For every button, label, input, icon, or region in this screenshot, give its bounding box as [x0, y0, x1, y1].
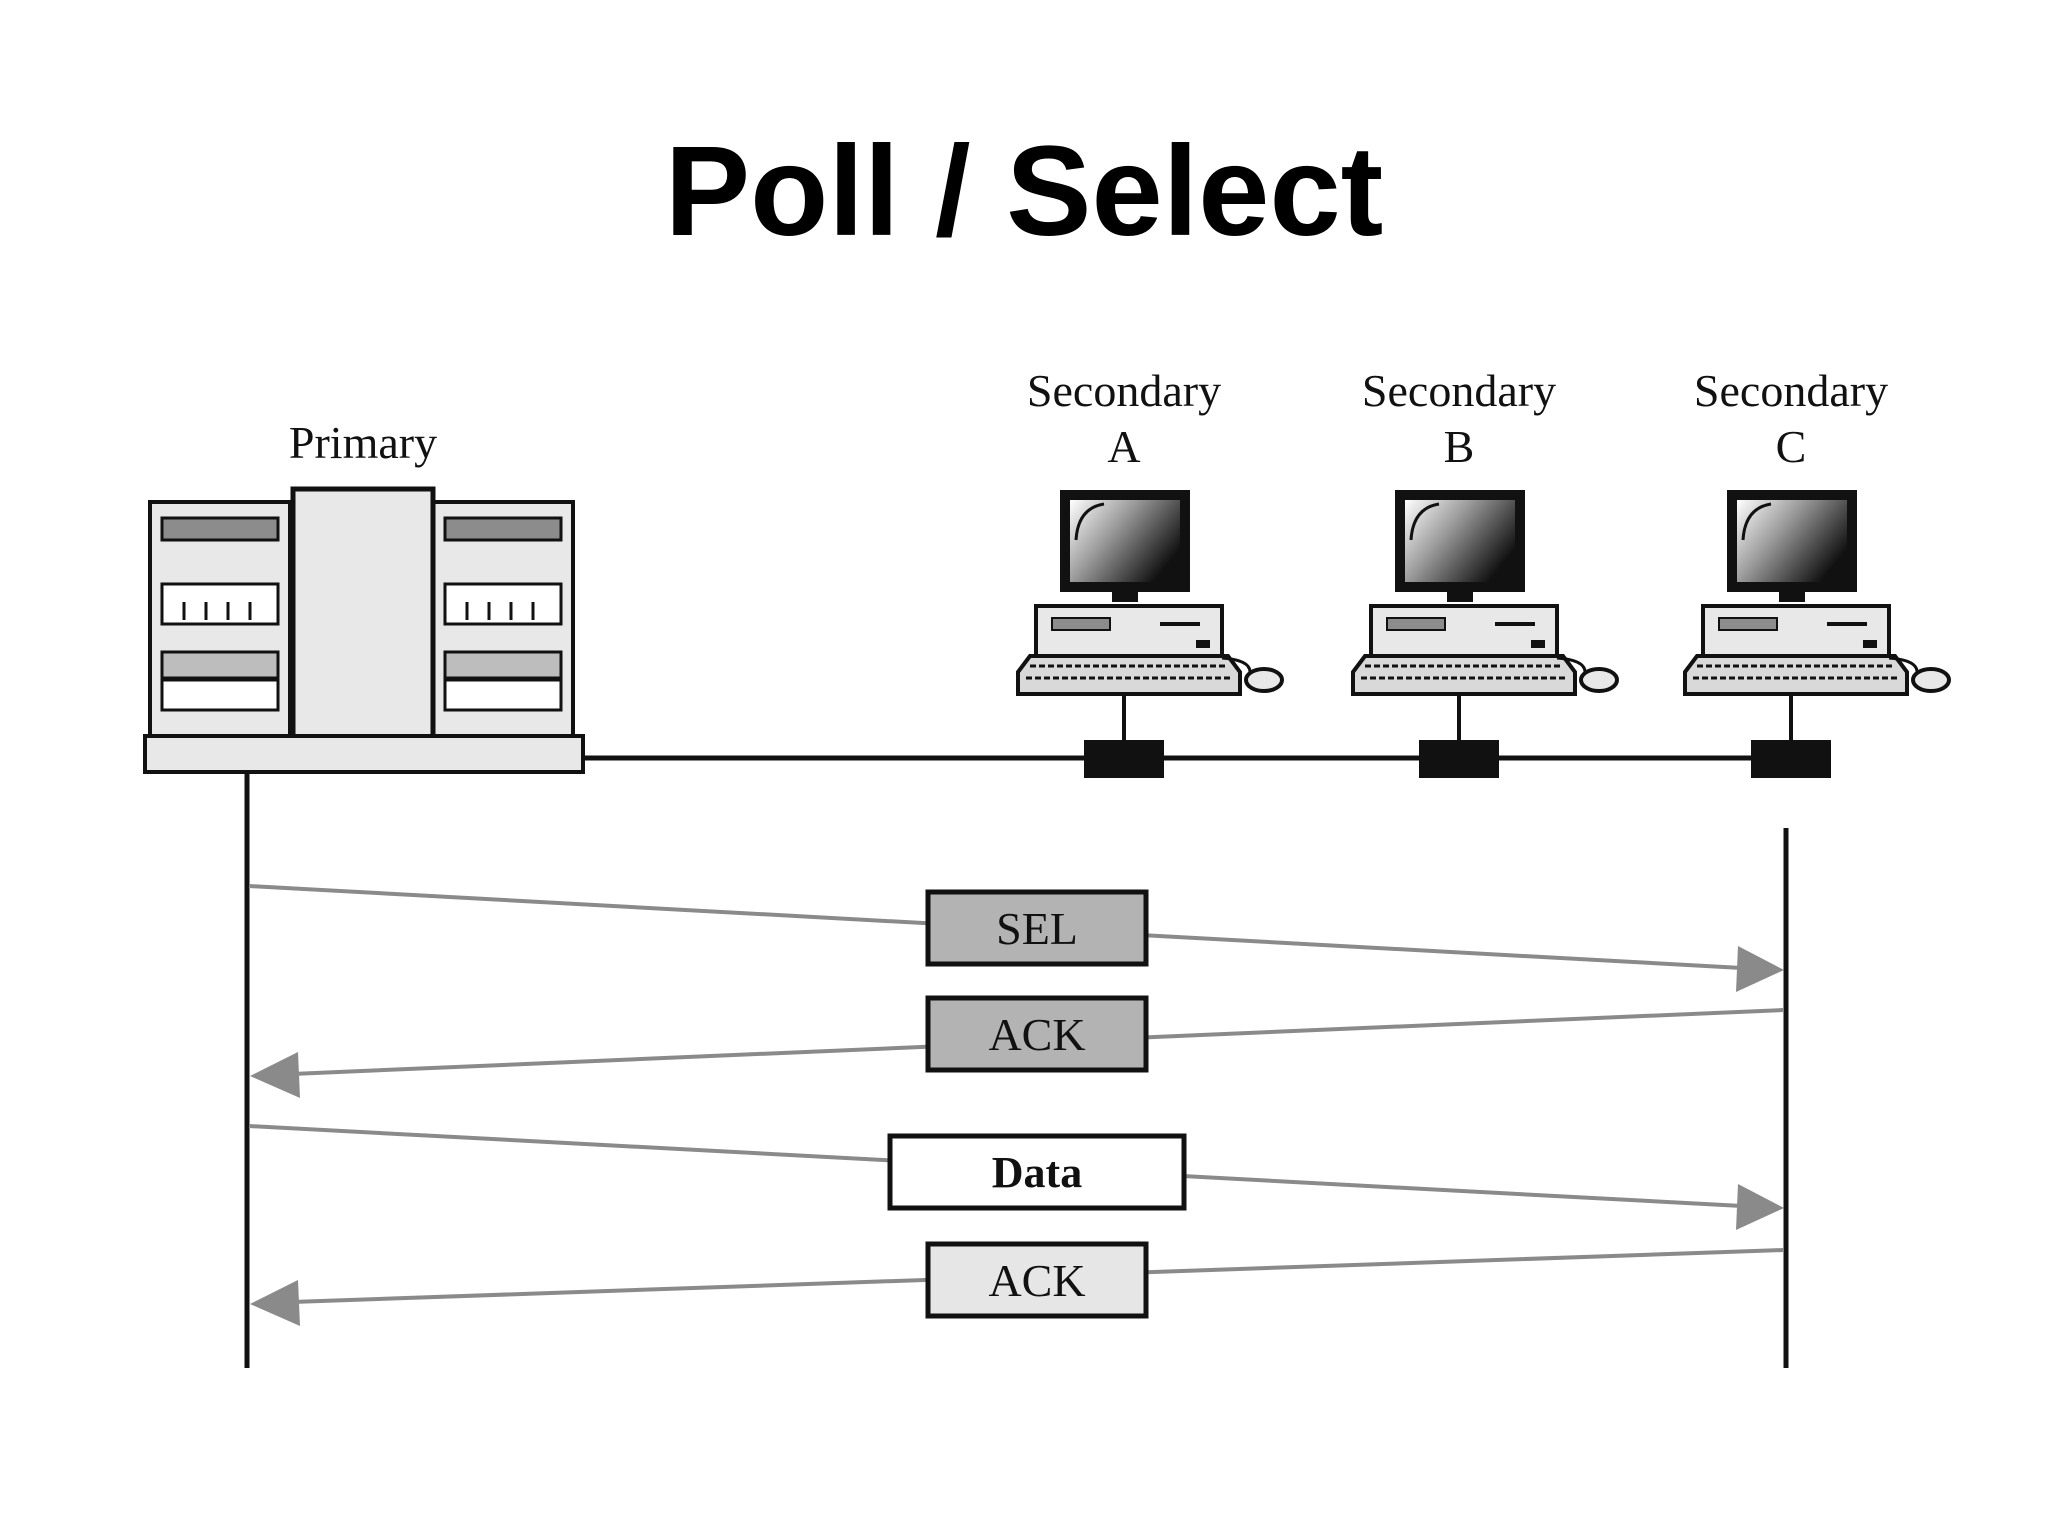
message-data-arrowhead — [1736, 1184, 1784, 1230]
message-ack-2-arrowhead — [250, 1280, 300, 1326]
message-sel-label: SEL — [996, 903, 1078, 954]
secondary-a-label-line1: Secondary — [1027, 365, 1221, 416]
message-sel-arrowhead — [1736, 946, 1784, 992]
secondary-a-label-line2: A — [1107, 421, 1140, 472]
secondary-c-label-line1: Secondary — [1694, 365, 1888, 416]
primary-mainframe-icon — [143, 486, 585, 774]
secondary-b-computer-icon — [1351, 490, 1619, 778]
secondary-a-computer-icon — [1016, 490, 1284, 778]
message-data-label: Data — [992, 1148, 1082, 1197]
secondary-c-computer-icon — [1683, 490, 1951, 778]
secondary-b-label-line1: Secondary — [1362, 365, 1556, 416]
slide-title: Poll / Select — [664, 120, 1384, 263]
message-ack-1-label: ACK — [988, 1009, 1085, 1060]
message-ack-2-box — [925, 1241, 1149, 1319]
message-sel-box — [925, 889, 1149, 967]
secondary-c: Secondary C — [1683, 365, 1951, 778]
message-data: Data — [248, 1124, 1784, 1230]
secondary-c-label-line2: C — [1776, 421, 1807, 472]
primary-label: Primary — [289, 417, 437, 468]
message-ack-2: ACK — [250, 1241, 1785, 1326]
secondary-b: Secondary B — [1351, 365, 1619, 778]
message-data-box — [887, 1133, 1187, 1211]
message-ack-2-label: ACK — [988, 1255, 1085, 1306]
secondary-a: Secondary A — [1016, 365, 1284, 778]
secondary-b-label-line2: B — [1444, 421, 1475, 472]
message-sel: SEL — [248, 884, 1784, 992]
message-ack-1-box — [925, 995, 1149, 1073]
message-ack-1: ACK — [250, 995, 1785, 1098]
message-ack-1-arrowhead — [250, 1052, 300, 1098]
